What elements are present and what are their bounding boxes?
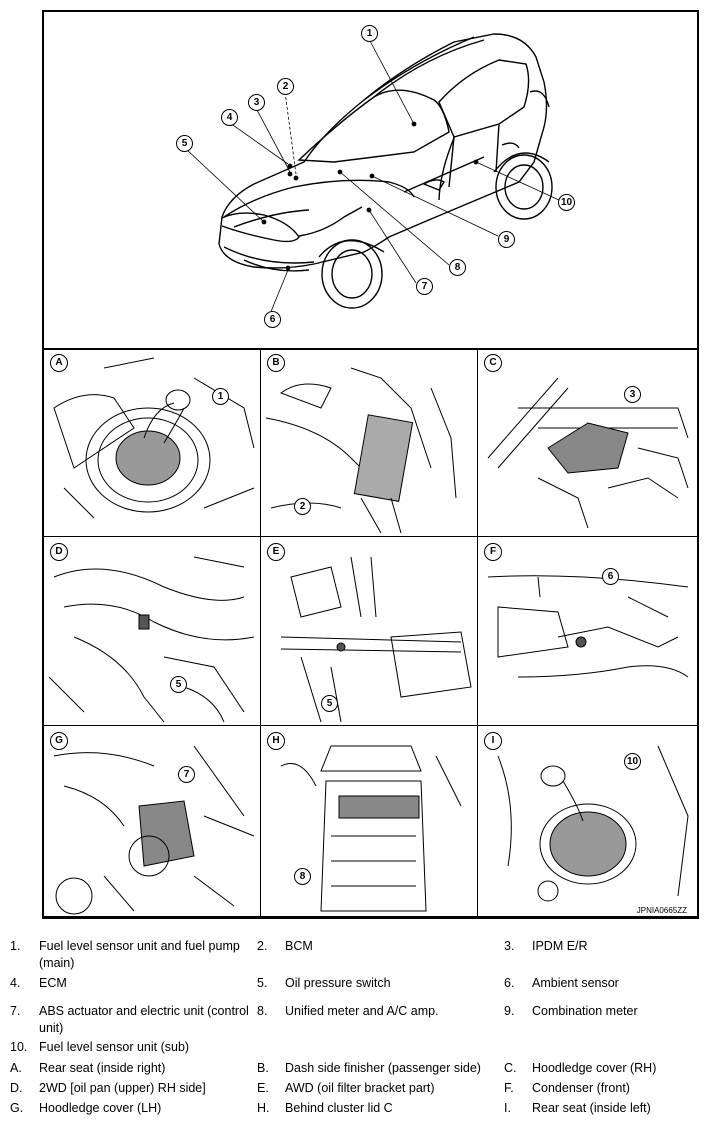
detail-letter-a: A [50, 354, 68, 372]
detail-letter-i: I [484, 732, 502, 750]
detail-d-callout: 5 [170, 676, 187, 693]
detail-letter-e: E [267, 543, 285, 561]
detail-b-callout: 2 [294, 498, 311, 515]
component-location-figure: 1 2 3 4 5 6 7 8 9 10 A 1 [42, 10, 699, 919]
detail-e-callout: 5 [321, 695, 338, 712]
detail-f-callout: 6 [602, 568, 619, 585]
detail-a-callout: 1 [212, 388, 229, 405]
detail-i-callout: 10 [624, 753, 641, 770]
callout-7: 7 [416, 278, 433, 295]
detail-h-callout: 8 [294, 868, 311, 885]
detail-views-grid: A 1 B 2 C 3 [44, 348, 697, 917]
detail-letter-d: D [50, 543, 68, 561]
vehicle-drawing [185, 33, 560, 315]
vehicle-overview-illustration: 1 2 3 4 5 6 7 8 9 10 [44, 12, 697, 350]
callout-8: 8 [449, 259, 466, 276]
figure-code: JPNIA0665ZZ [636, 906, 687, 915]
detail-view-a: A 1 [44, 348, 261, 537]
detail-view-b: B 2 [261, 348, 478, 537]
detail-letter-h: H [267, 732, 285, 750]
detail-view-f: F 6 [478, 537, 697, 726]
detail-view-c: C 3 [478, 348, 697, 537]
detail-letter-g: G [50, 732, 68, 750]
detail-g-callout: 7 [178, 766, 195, 783]
detail-view-h: H 8 [261, 726, 478, 917]
detail-letter-b: B [267, 354, 285, 372]
callout-5: 5 [176, 135, 193, 152]
callout-10: 10 [558, 194, 575, 211]
callout-4: 4 [221, 109, 238, 126]
detail-view-g: G 7 [44, 726, 261, 917]
callout-1: 1 [361, 25, 378, 42]
detail-c-callout: 3 [624, 386, 641, 403]
detail-view-d: D 5 [44, 537, 261, 726]
detail-view-e: E 5 [261, 537, 478, 726]
detail-letter-f: F [484, 543, 502, 561]
callout-6: 6 [264, 311, 281, 328]
callout-3: 3 [248, 94, 265, 111]
detail-letter-c: C [484, 354, 502, 372]
callout-2: 2 [277, 78, 294, 95]
callout-9: 9 [498, 231, 515, 248]
detail-view-i: I 10 [478, 726, 697, 917]
